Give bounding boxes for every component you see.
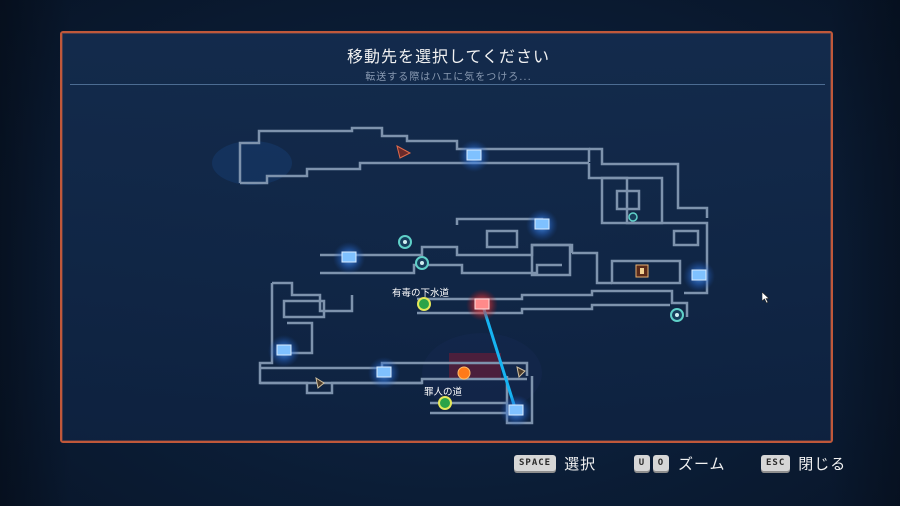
- gear-icon[interactable]: [670, 308, 684, 322]
- zoom-in-key[interactable]: O: [653, 455, 669, 471]
- selected-teleporter-icon[interactable]: [466, 289, 498, 321]
- zoom-label: ズーム: [678, 454, 726, 473]
- area-glows: [212, 141, 542, 413]
- zoom-hint[interactable]: U O ズーム: [634, 452, 726, 474]
- orb-icon: [457, 366, 471, 380]
- location-icon[interactable]: [417, 297, 431, 311]
- zoom-out-key[interactable]: U: [634, 455, 650, 471]
- title-divider: [70, 84, 825, 85]
- door-icon[interactable]: [396, 145, 412, 159]
- teleport-dialog: 移動先を選択してください 転送する際はハエに気をつけろ...: [60, 31, 833, 443]
- location-label-prisoners-path: 罪人の道: [424, 386, 463, 398]
- map-walls: [238, 126, 709, 425]
- select-label: 選択: [564, 454, 597, 473]
- esc-key[interactable]: ESC: [761, 455, 791, 471]
- teleporter-icon[interactable]: [268, 335, 300, 367]
- teleporter-icon[interactable]: [500, 395, 532, 427]
- select-hint[interactable]: SPACE 選択: [514, 452, 596, 474]
- door-icon[interactable]: [516, 366, 526, 379]
- gear-icon[interactable]: [398, 235, 412, 249]
- dialog-title: 移動先を選択してください: [346, 47, 551, 66]
- teleporter-icon[interactable]: [526, 209, 558, 241]
- teleporter-icon[interactable]: [683, 260, 715, 292]
- gear-icon[interactable]: [415, 256, 429, 270]
- close-hint[interactable]: ESC 閉じる: [761, 452, 846, 474]
- dialog-subtitle: 転送する際はハエに気をつけろ...: [365, 72, 532, 83]
- teleporter-icon[interactable]: [368, 357, 400, 389]
- door-icon[interactable]: [315, 376, 325, 389]
- door-icon[interactable]: [635, 264, 649, 278]
- mouse-cursor-icon: [762, 292, 770, 304]
- location-label-toxic-sewers: 有毒の下水道: [392, 287, 450, 299]
- teleporter-icon[interactable]: [333, 242, 365, 274]
- red-room: [449, 353, 501, 379]
- space-key[interactable]: SPACE: [514, 455, 557, 471]
- teleporter-icon[interactable]: [458, 140, 490, 172]
- current-position-icon: [438, 396, 452, 410]
- gear-icon[interactable]: [628, 212, 638, 222]
- world-map[interactable]: 有毒の下水道 罪人の道: [62, 33, 835, 445]
- route-line: [480, 302, 518, 412]
- close-label: 閉じる: [798, 454, 847, 473]
